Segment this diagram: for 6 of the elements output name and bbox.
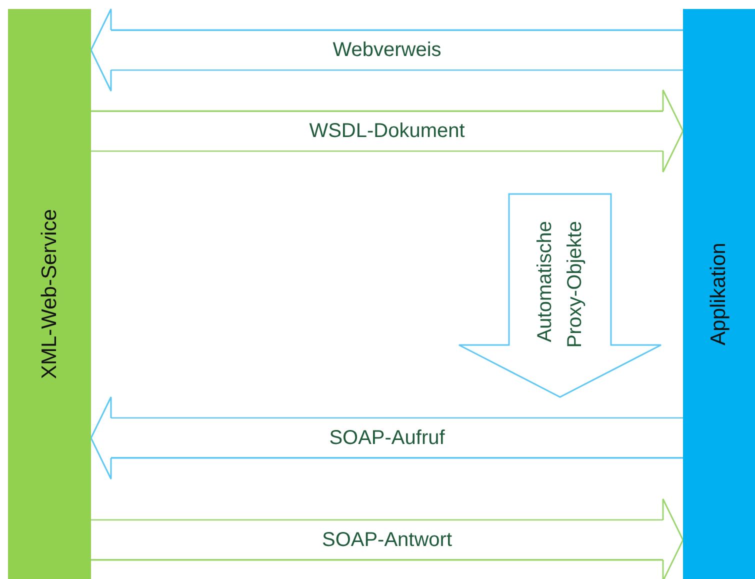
- vertical-bar: [683, 9, 755, 579]
- bar-label: XML-Web-Service: [38, 209, 62, 379]
- arrow-label: Automatische Proxy-Objekte: [533, 221, 587, 350]
- down-block-arrow: [458, 193, 662, 398]
- vertical-bar: [8, 9, 91, 579]
- bar-label: Applikation: [707, 242, 731, 346]
